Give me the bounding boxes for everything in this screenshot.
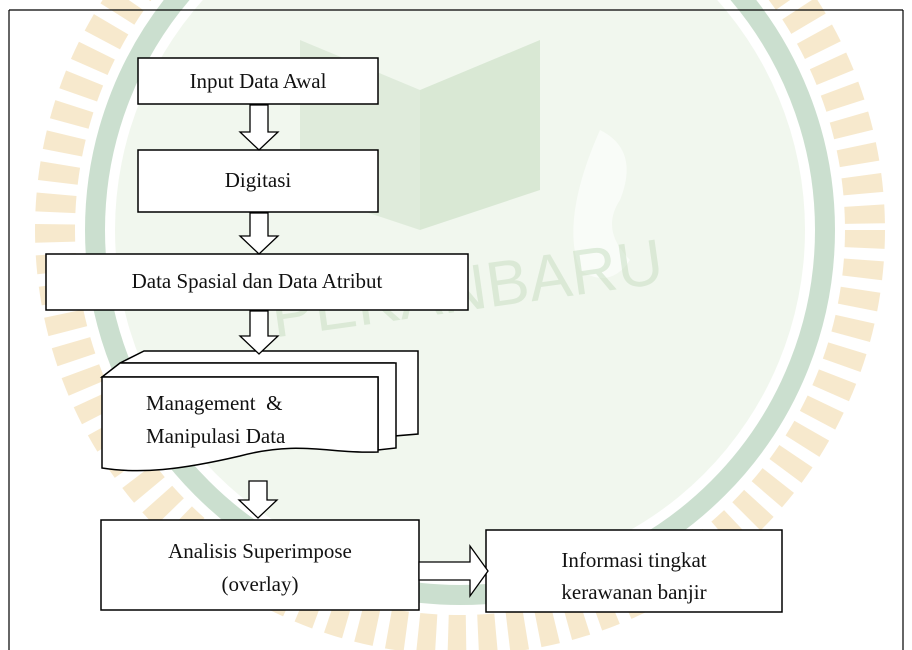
node-label-informasi-line2: kerawanan banjir bbox=[561, 580, 707, 604]
node-box-input bbox=[137, 57, 379, 105]
node-label-management-line1: Management & bbox=[146, 391, 283, 415]
node-label-management-line2: Manipulasi Data bbox=[146, 424, 286, 448]
arrow-analisis-to-informasi bbox=[418, 543, 489, 599]
arrow-management-to-analisis bbox=[237, 480, 279, 519]
node-box-analisis bbox=[100, 519, 420, 611]
node-label-analisis-line1: Analisis Superimpose bbox=[168, 539, 352, 563]
node-box-spasial bbox=[45, 253, 469, 311]
node-label-input: Input Data Awal bbox=[189, 69, 327, 93]
arrow-input-to-digitasi bbox=[238, 104, 280, 151]
node-label-analisis-line2: (overlay) bbox=[221, 572, 299, 596]
arrow-digitasi-to-spasial bbox=[238, 212, 280, 255]
figure-frame bbox=[8, 9, 904, 650]
node-label-informasi-line1: Informasi tingkat bbox=[561, 548, 707, 572]
node-box-digitasi bbox=[137, 149, 379, 213]
node-label-spasial: Data Spasial dan Data Atribut bbox=[131, 269, 383, 293]
arrow-spasial-to-management bbox=[238, 310, 280, 355]
node-label-digitasi: Digitasi bbox=[224, 168, 292, 192]
node-box-informasi bbox=[485, 529, 783, 613]
node-shape-management bbox=[99, 350, 419, 472]
